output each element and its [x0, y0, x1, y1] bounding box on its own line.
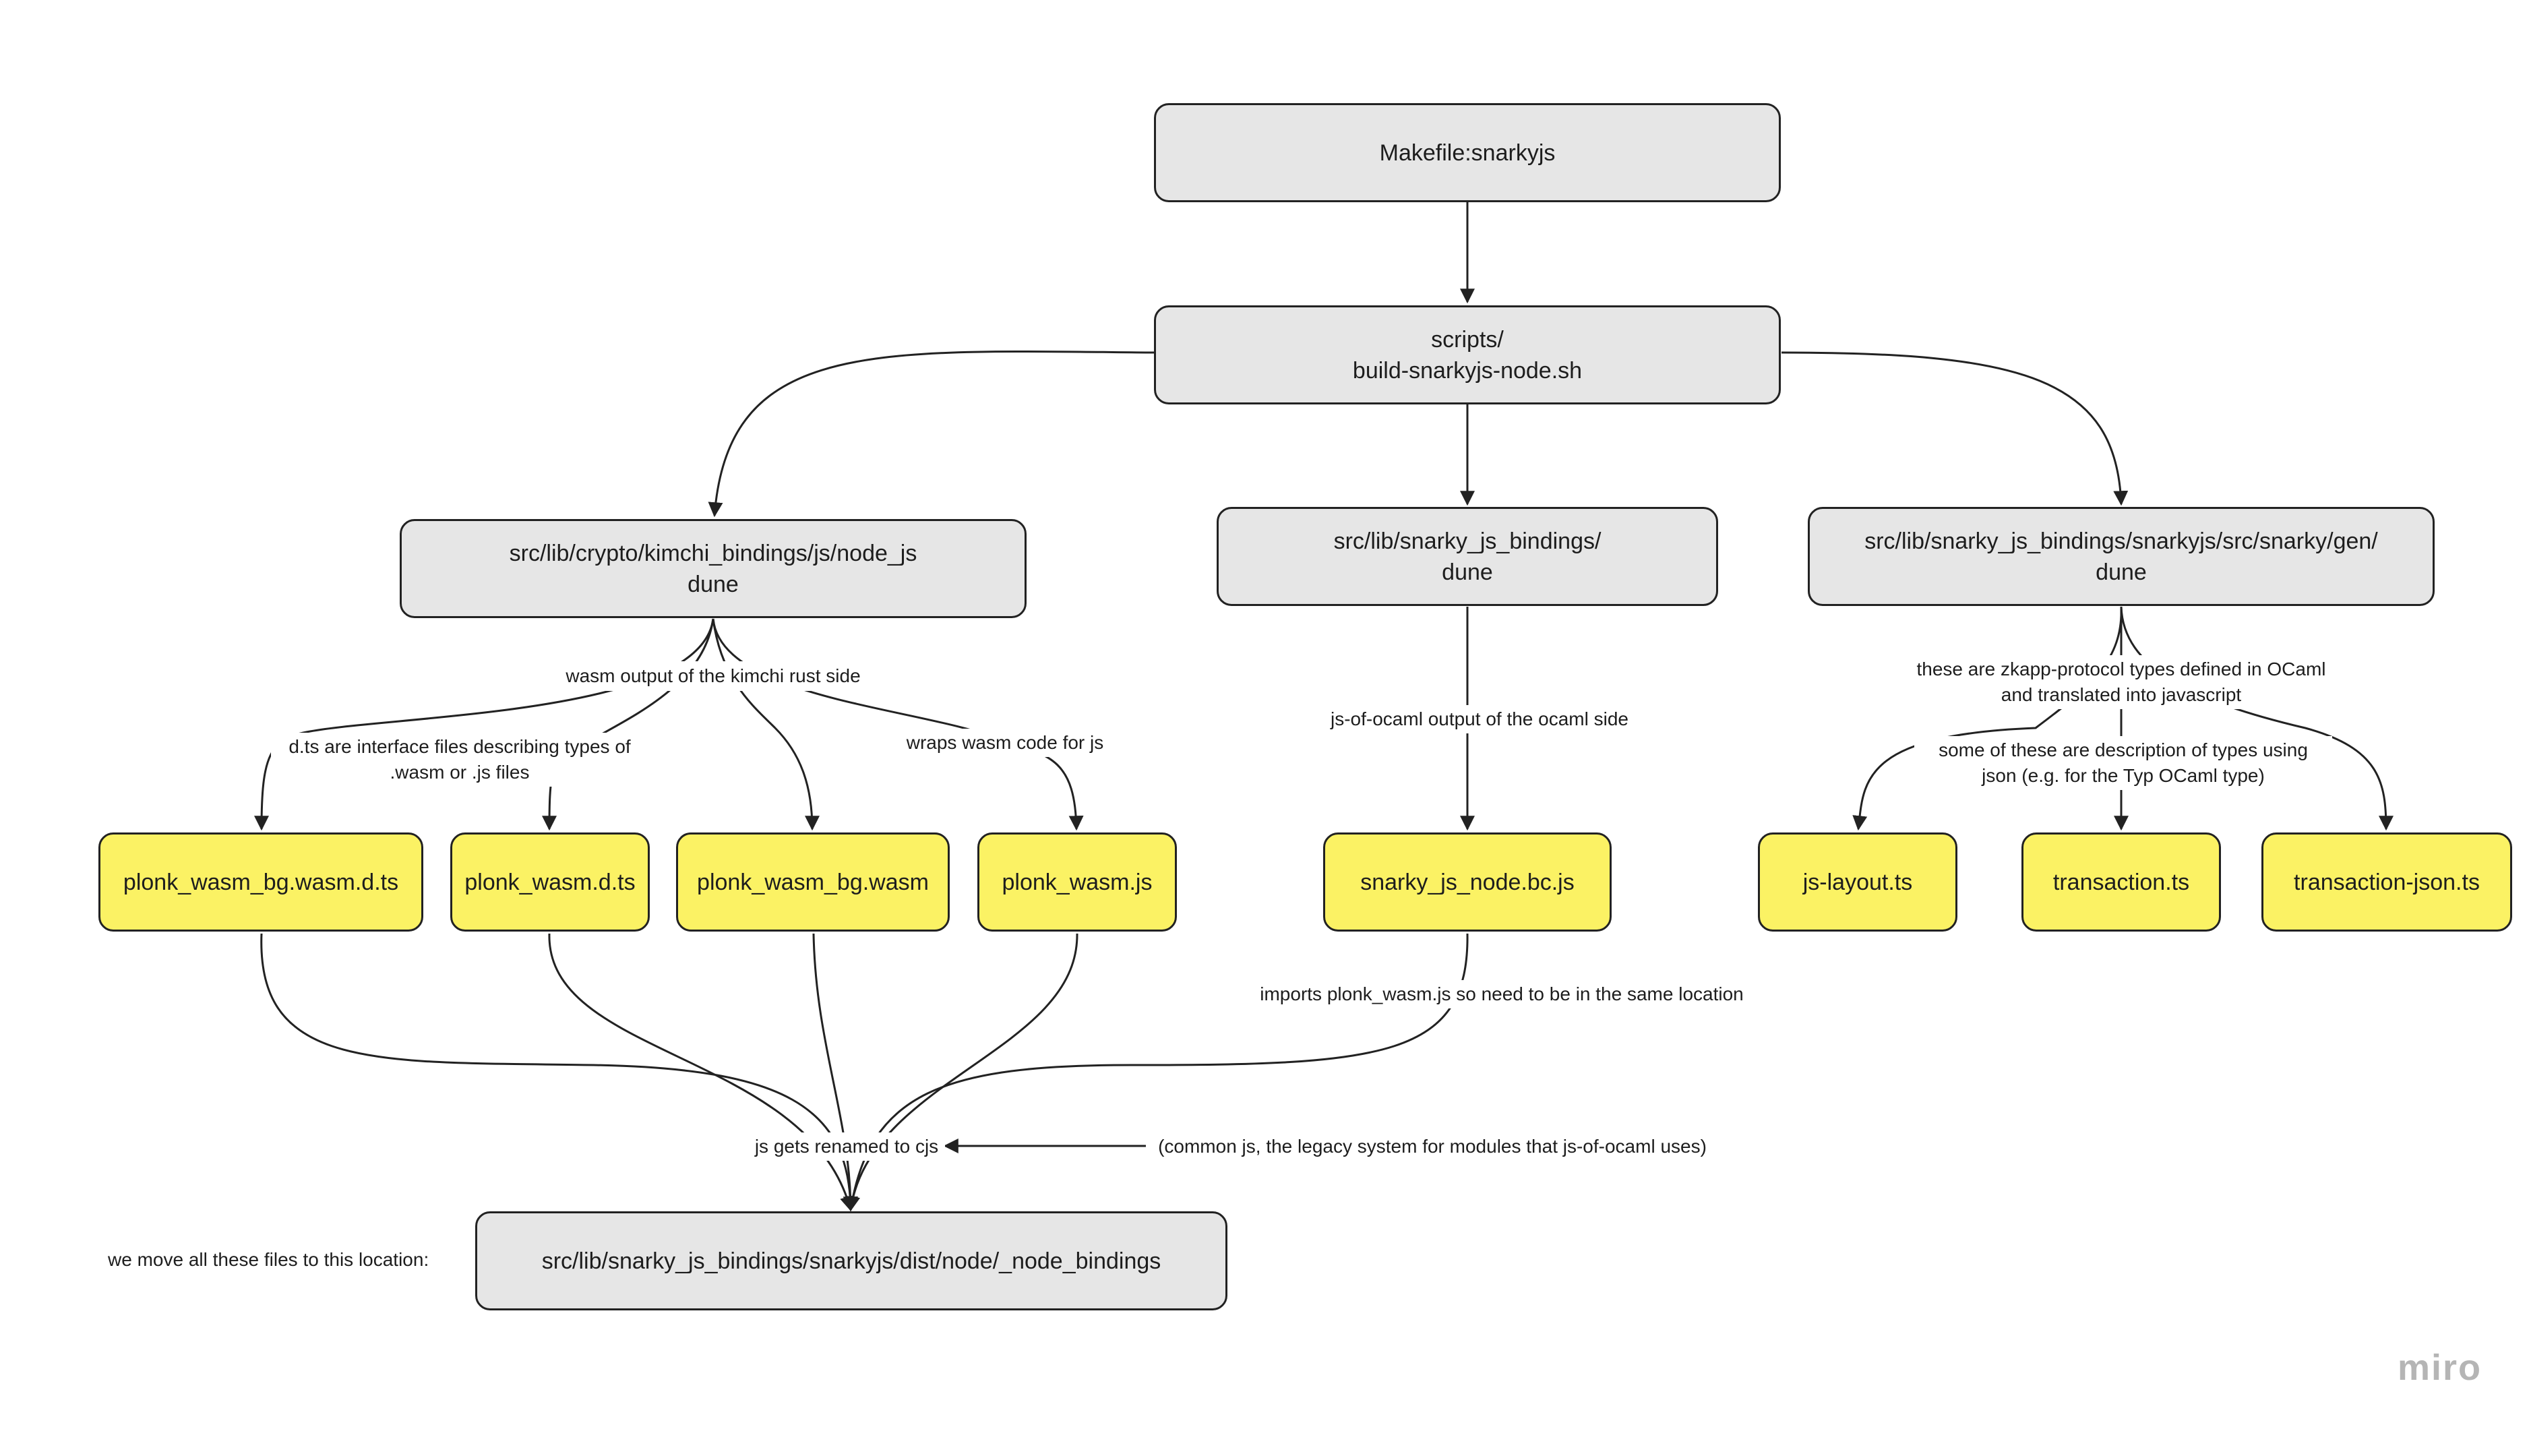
edge-node-bc-to-bindings	[845, 933, 1469, 1212]
label-wraps-wasm-line-1: wraps wasm code for js	[906, 732, 1104, 753]
label-move-files: we move all these files to this location…	[108, 1246, 458, 1274]
label-imports-plonk-line-1: imports plonk_wasm.js so need to be in t…	[1260, 983, 1744, 1004]
label-wasm-output-line-1: wasm output of the kimchi rust side	[566, 665, 861, 686]
label-common-js: (common js, the legacy system for module…	[1146, 1132, 1719, 1161]
plonk-wasm-bg-wasm-node[interactable]: plonk_wasm_bg.wasm	[676, 832, 950, 932]
snarky-dune-node-line-2: dune	[1442, 559, 1493, 585]
label-wraps-wasm: wraps wasm code for js	[896, 729, 1114, 757]
node-bindings-node[interactable]: src/lib/snarky_js_bindings/snarkyjs/dist…	[475, 1211, 1227, 1310]
js-layout-node-line-1: js-layout.ts	[1802, 869, 1913, 895]
label-json-types: some of these are description of types u…	[1914, 736, 2332, 790]
build-script-node[interactable]: scripts/ build-snarkyjs-node.sh	[1154, 305, 1781, 404]
plonk-wasm-dts-node-line-1: plonk_wasm.d.ts	[464, 869, 636, 895]
label-wasm-output: wasm output of the kimchi rust side	[551, 661, 875, 691]
makefile-node[interactable]: Makefile:snarkyjs	[1154, 103, 1781, 202]
snarky-js-node-bc-node[interactable]: snarky_js_node.bc.js	[1323, 832, 1612, 932]
edge-kimchi-to-plonk-wasm-js	[712, 618, 1084, 831]
snarky-js-node-bc-node-line-1: snarky_js_node.bc.js	[1360, 869, 1575, 895]
label-json-types-line-1: some of these are description of types u…	[1939, 739, 2308, 760]
kimchi-dune-node-line-2: dune	[688, 571, 739, 597]
snarky-dune-node-line-1: src/lib/snarky_js_bindings/	[1333, 528, 1602, 554]
label-dts-interface-line-2: .wasm or .js files	[390, 762, 530, 783]
plonk-wasm-bg-dts-node-line-1: plonk_wasm_bg.wasm.d.ts	[123, 869, 399, 895]
edge-gen-to-transaction-json	[2120, 606, 2394, 831]
edge-kimchi-to-plonk-wasm-bg-dts	[254, 618, 714, 831]
gen-dune-node-line-1: src/lib/snarky_js_bindings/snarkyjs/src/…	[1864, 528, 2378, 554]
edge-kimchi-to-plonk-wasm-dts	[542, 618, 714, 831]
snarky-dune-node[interactable]: src/lib/snarky_js_bindings/ dune	[1217, 507, 1718, 606]
transaction-json-node[interactable]: transaction-json.ts	[2261, 832, 2512, 932]
label-common-js-line-1: (common js, the legacy system for module…	[1158, 1136, 1707, 1157]
gen-dune-node-line-2: dune	[2096, 559, 2147, 585]
js-layout-node[interactable]: js-layout.ts	[1758, 832, 1957, 932]
plonk-wasm-dts-node[interactable]: plonk_wasm.d.ts	[450, 832, 650, 932]
edge-plonk-js-to-bindings	[845, 933, 1078, 1212]
transaction-json-node-line-1: transaction-json.ts	[2294, 869, 2480, 895]
build-script-node-line-2: build-snarkyjs-node.sh	[1352, 357, 1583, 384]
edge-bg-wasm-to-bindings	[812, 933, 858, 1212]
kimchi-dune-node-line-1: src/lib/crypto/kimchi_bindings/js/node_j…	[509, 540, 917, 566]
miro-watermark: miro	[2397, 1347, 2482, 1388]
gen-dune-node[interactable]: src/lib/snarky_js_bindings/snarkyjs/src/…	[1808, 507, 2435, 606]
label-zkapp-types: these are zkapp-protocol types defined i…	[1895, 655, 2347, 709]
label-renamed-cjs-line-1: js gets renamed to cjs	[754, 1136, 939, 1157]
label-renamed-cjs: js gets renamed to cjs	[748, 1132, 945, 1161]
node-bindings-node-line-1: src/lib/snarky_js_bindings/snarkyjs/dist…	[541, 1248, 1161, 1274]
makefile-node-line-1: Makefile:snarkyjs	[1379, 140, 1556, 166]
edge-build-to-gen-dune	[1781, 351, 2129, 506]
plonk-wasm-js-node[interactable]: plonk_wasm.js	[977, 832, 1177, 932]
label-imports-plonk: imports plonk_wasm.js so need to be in t…	[1239, 980, 1765, 1008]
build-script-node-line-1: scripts/	[1431, 326, 1504, 353]
plonk-wasm-bg-wasm-node-line-1: plonk_wasm_bg.wasm	[697, 869, 929, 895]
plonk-wasm-js-node-line-1: plonk_wasm.js	[1002, 869, 1153, 895]
label-dts-interface-line-1: d.ts are interface files describing type…	[288, 736, 631, 757]
kimchi-dune-node[interactable]: src/lib/crypto/kimchi_bindings/js/node_j…	[400, 519, 1027, 618]
label-move-files-line-1: we move all these files to this location…	[108, 1249, 429, 1270]
edge-gen-to-js-layout	[1852, 606, 2123, 831]
label-json-types-line-2: json (e.g. for the Typ OCaml type)	[1982, 765, 2265, 786]
transaction-node-line-1: transaction.ts	[2052, 869, 2190, 895]
label-dts-interface: d.ts are interface files describing type…	[271, 733, 648, 787]
label-jsoo-output-line-1: js-of-ocaml output of the ocaml side	[1331, 708, 1628, 729]
edge-build-to-kimchi-dune	[708, 350, 1155, 518]
label-zkapp-types-line-1: these are zkapp-protocol types defined i…	[1916, 659, 2326, 679]
transaction-node[interactable]: transaction.ts	[2021, 832, 2221, 932]
edge-bg-dts-to-bindings	[260, 933, 858, 1212]
plonk-wasm-bg-dts-node[interactable]: plonk_wasm_bg.wasm.d.ts	[98, 832, 423, 932]
label-jsoo-output: js-of-ocaml output of the ocaml side	[1318, 705, 1641, 733]
label-zkapp-types-line-2: and translated into javascript	[2001, 684, 2242, 705]
